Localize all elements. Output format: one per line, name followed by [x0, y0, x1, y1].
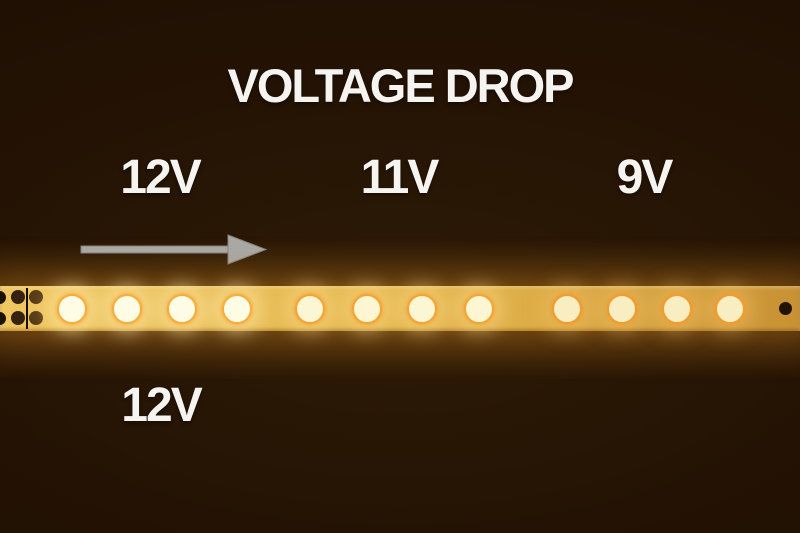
- led-11v-segment: [464, 293, 494, 324]
- strip-cut-line: [26, 288, 28, 329]
- solder-pad: [29, 290, 43, 304]
- solder-pad: [29, 311, 43, 325]
- led-11v-segment: [352, 293, 382, 324]
- led-12v-segment: [167, 293, 197, 324]
- solder-pad: [11, 290, 25, 304]
- led-12v-segment: [112, 293, 142, 324]
- voltage-label-12v-bottom: 12V: [121, 379, 202, 432]
- led-strip: [0, 286, 800, 331]
- led-12v-segment: [222, 293, 252, 324]
- voltage-label-11v: 11V: [360, 151, 440, 204]
- strip-end-hole: [779, 302, 792, 315]
- solder-pad: [0, 291, 6, 304]
- led-9v-segment: [662, 293, 692, 324]
- current-direction-arrow-icon: [80, 234, 268, 265]
- led-9v-segment: [607, 293, 637, 324]
- solder-pad: [0, 312, 6, 325]
- led-12v-segment: [57, 293, 87, 324]
- led-9v-segment: [715, 293, 745, 324]
- led-11v-segment: [407, 293, 437, 324]
- led-11v-segment: [295, 293, 325, 324]
- voltage-label-9v: 9V: [616, 151, 674, 204]
- diagram-title: VOLTAGE DROP: [227, 59, 574, 112]
- led-9v-segment: [552, 293, 582, 324]
- solder-pad: [11, 311, 25, 325]
- voltage-label-12v-top: 12V: [120, 151, 201, 204]
